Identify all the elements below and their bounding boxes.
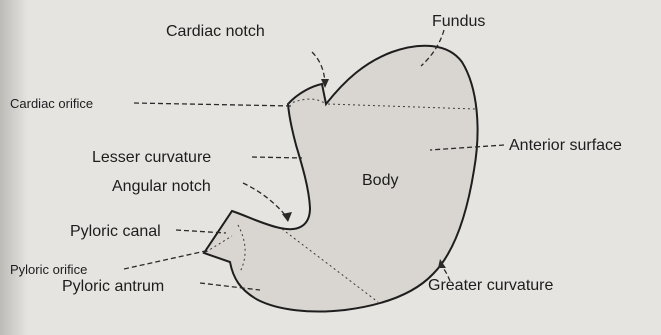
page-edge-shadow [0,0,28,335]
label-greater-curvature: Greater curvature [428,277,553,294]
label-anterior-surface: Anterior surface [509,137,622,154]
label-cardiac-orifice: Cardiac orifice [10,96,93,111]
label-cardiac-notch: Cardiac notch [166,23,265,40]
label-lesser-curvature: Lesser curvature [92,149,211,166]
label-pyloric-orifice: Pyloric orifice [10,262,87,277]
label-fundus: Fundus [432,13,485,30]
label-pyloric-canal: Pyloric canal [70,223,161,240]
label-angular-notch: Angular notch [112,178,211,195]
label-body: Body [362,172,398,189]
label-pyloric-antrum: Pyloric antrum [62,278,164,295]
